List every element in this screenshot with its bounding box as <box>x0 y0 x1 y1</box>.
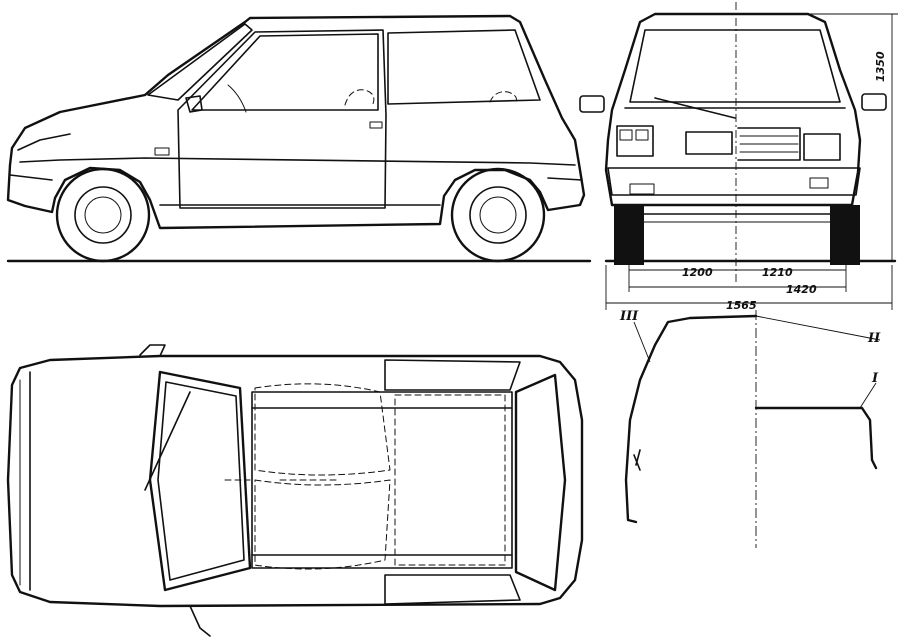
front-hub <box>74 186 132 244</box>
rear-seat-hint <box>489 91 517 105</box>
side-trim-line <box>19 157 576 166</box>
dim-1200: 1200 <box>682 266 713 279</box>
door-handle <box>369 121 383 129</box>
right-mirror <box>861 93 887 111</box>
front-tire <box>55 167 151 263</box>
top-left-side-window <box>384 359 521 391</box>
section-label-i: I <box>871 371 879 386</box>
headlight <box>803 133 841 161</box>
top-wiper <box>144 391 191 491</box>
top-mirror-left <box>139 344 166 357</box>
top-right-side-window <box>384 574 521 605</box>
front-grille <box>737 127 801 161</box>
top-windshield <box>148 370 252 592</box>
rear-window <box>629 29 841 103</box>
top-body-outline <box>6 354 584 608</box>
tail-light-lens-2 <box>635 129 649 141</box>
cross-sections: III II I <box>619 309 881 548</box>
top-view <box>6 344 584 637</box>
front-bumper-line <box>9 174 53 181</box>
left-tire <box>614 205 644 265</box>
side-mirror <box>185 95 203 113</box>
seat-left <box>254 383 391 476</box>
tail-light-lens-1 <box>619 129 633 141</box>
bumper <box>607 167 861 196</box>
tail-light <box>616 125 654 157</box>
rear-tire <box>450 167 546 263</box>
section-label-iii: III <box>619 309 639 324</box>
top-roof <box>251 391 513 569</box>
door-outline <box>177 29 387 209</box>
section-label-ii: II <box>867 331 881 346</box>
steering-wheel <box>227 84 247 113</box>
leader-iii <box>633 321 651 363</box>
section-iii <box>624 314 758 524</box>
wiper <box>654 97 736 119</box>
side-marker <box>154 147 170 156</box>
seat-right <box>254 479 391 570</box>
rear-quarter-window <box>387 29 541 105</box>
roof-lines <box>251 407 513 556</box>
dim-1210: 1210 <box>762 266 793 279</box>
section-i <box>754 406 878 470</box>
rear-hubcap <box>479 196 517 234</box>
front-body-outline <box>604 12 862 207</box>
leader-i <box>859 382 877 409</box>
rear-fog-light <box>629 183 655 195</box>
left-mirror <box>579 95 605 113</box>
dim-1350: 1350 <box>874 51 887 82</box>
top-mirror-right <box>189 605 211 637</box>
right-tire <box>830 205 860 265</box>
windshield <box>147 23 253 101</box>
leader-ii <box>755 315 881 341</box>
front-hubcap <box>84 196 122 234</box>
section-iii-detail <box>633 449 641 471</box>
rear-hub <box>469 186 527 244</box>
front-seat-hint <box>344 89 375 107</box>
top-rear-window <box>514 373 567 592</box>
door-window <box>191 33 379 111</box>
turn-signal <box>809 177 829 189</box>
rear-seat <box>394 394 506 566</box>
headlight-line <box>17 133 71 151</box>
dim-1420: 1420 <box>786 283 817 296</box>
plate-area <box>685 131 733 155</box>
side-body-outline <box>6 14 586 230</box>
dim-1565: 1565 <box>726 299 757 312</box>
rear-bumper-line <box>547 177 583 181</box>
front-rear-view: 1200 1210 1420 1565 1350 <box>579 2 898 312</box>
side-view <box>6 14 592 263</box>
